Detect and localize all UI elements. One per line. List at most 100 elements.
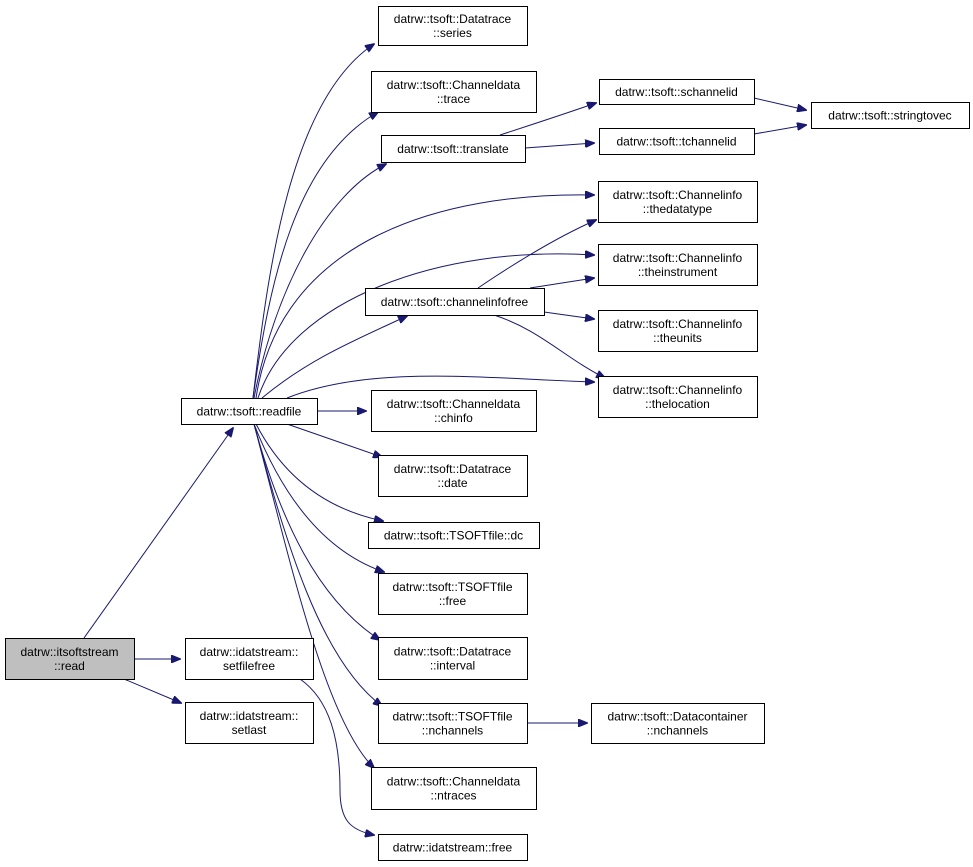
node-label-line: ::free xyxy=(439,594,467,608)
node-label-line: setfilefree xyxy=(223,659,275,673)
node-label-line: datrw::tsoft::Channelinfo xyxy=(613,251,743,265)
node-label-line: datrw::tsoft::TSOFTfile xyxy=(392,710,512,724)
node-box[interactable] xyxy=(378,573,528,615)
node-setlast[interactable]: datrw::idatstream::setlast xyxy=(185,702,314,744)
node-box[interactable] xyxy=(378,703,528,744)
node-channelinfofree[interactable]: datrw::tsoft::channelinfofree xyxy=(365,288,545,316)
edge-readfile-to-free xyxy=(253,423,384,572)
node-thelocation[interactable]: datrw::tsoft::Channelinfo::thelocation xyxy=(598,376,758,418)
node-box[interactable] xyxy=(185,638,314,680)
node-label-line: ::trace xyxy=(437,92,471,106)
edge-readfile-to-dc xyxy=(255,423,383,521)
edge-schannelid-to-stringtovec xyxy=(753,97,806,110)
node-ntraces[interactable]: datrw::tsoft::Channeldata::ntraces xyxy=(371,767,537,810)
edge-channelinfofree-to-theinstrument xyxy=(529,278,594,289)
node-free[interactable]: datrw::tsoft::TSOFTfile::free xyxy=(378,573,528,615)
node-box[interactable] xyxy=(598,181,758,223)
node-date[interactable]: datrw::tsoft::Datatrace::date xyxy=(378,455,528,497)
node-box[interactable] xyxy=(365,288,545,316)
node-label-line: datrw::tsoft::readfile xyxy=(197,405,302,419)
node-box[interactable] xyxy=(371,767,537,810)
node-label-line: ::theunits xyxy=(653,331,702,345)
node-box[interactable] xyxy=(368,522,540,549)
node-label-line: datrw::idatstream:: xyxy=(200,645,299,659)
edge-setfilefree-to-idat_free xyxy=(299,678,374,835)
node-nchannels[interactable]: datrw::tsoft::TSOFTfile::nchannels xyxy=(378,703,528,744)
node-box[interactable] xyxy=(5,638,135,680)
edge-readfile-to-theinstrument xyxy=(257,254,594,399)
node-label-line: ::chinfo xyxy=(434,411,473,425)
node-box[interactable] xyxy=(598,376,758,418)
edge-read-to-readfile xyxy=(83,428,233,639)
edge-readfile-to-thedatatype xyxy=(255,195,594,399)
node-box[interactable] xyxy=(598,310,758,352)
nodes-layer: datrw::itsoftstream::read datrw::tsoft::r… xyxy=(5,6,970,861)
node-box[interactable] xyxy=(181,398,318,425)
node-label-line: datrw::tsoft::channelinfofree xyxy=(381,295,529,309)
node-interval[interactable]: datrw::tsoft::Datatrace::interval xyxy=(378,637,528,680)
node-box[interactable] xyxy=(591,703,765,744)
edge-channelinfofree-to-theunits xyxy=(543,311,594,319)
edge-readfile-to-nchannels xyxy=(253,423,382,706)
node-label-line: ::series xyxy=(433,26,472,40)
node-idat-free[interactable]: datrw::idatstream::free xyxy=(378,834,528,861)
node-box[interactable] xyxy=(185,702,314,744)
edge-readfile-to-series xyxy=(252,44,374,399)
edge-readfile-to-translate xyxy=(253,164,386,399)
node-label-line: setlast xyxy=(232,723,267,737)
node-box[interactable] xyxy=(598,244,758,286)
node-setfilefree[interactable]: datrw::idatstream::setfilefree xyxy=(185,638,314,680)
node-label-line: datrw::tsoft::translate xyxy=(397,142,509,156)
node-read[interactable]: datrw::itsoftstream::read xyxy=(5,638,135,680)
edge-readfile-to-channelinfofree xyxy=(261,316,407,399)
node-box[interactable] xyxy=(381,135,526,163)
edge-readfile-to-interval xyxy=(253,423,380,640)
node-label-line: ::interval xyxy=(430,659,475,673)
node-theunits[interactable]: datrw::tsoft::Channelinfo::theunits xyxy=(598,310,758,352)
node-theinstrument[interactable]: datrw::tsoft::Channelinfo::theinstrument xyxy=(598,244,758,286)
node-label-line: datrw::tsoft::Channelinfo xyxy=(613,188,743,202)
node-box[interactable] xyxy=(599,128,755,155)
node-box[interactable] xyxy=(378,6,528,46)
edge-channelinfofree-to-thedatatype xyxy=(477,220,596,289)
node-label-line: datrw::tsoft::Channelinfo xyxy=(613,383,743,397)
node-box[interactable] xyxy=(599,79,755,105)
node-box[interactable] xyxy=(371,71,537,113)
node-label-line: datrw::itsoftstream xyxy=(20,645,118,659)
node-dc[interactable]: datrw::tsoft::TSOFTfile::dc xyxy=(368,522,540,549)
node-label-line: datrw::tsoft::schannelid xyxy=(615,85,738,99)
node-label-line: datrw::tsoft::Channeldata xyxy=(387,397,521,411)
edge-readfile-to-trace xyxy=(252,112,378,399)
node-box[interactable] xyxy=(811,102,970,129)
node-label-line: datrw::tsoft::Datatrace xyxy=(394,12,512,26)
node-dc-nchannels[interactable]: datrw::tsoft::Datacontainer::nchannels xyxy=(591,703,765,744)
node-label-line: datrw::tsoft::TSOFTfile xyxy=(392,580,512,594)
node-label-line: datrw::tsoft::Channeldata xyxy=(387,775,521,789)
node-schannelid[interactable]: datrw::tsoft::schannelid xyxy=(599,79,755,105)
node-translate[interactable]: datrw::tsoft::translate xyxy=(381,135,526,163)
edge-channelinfofree-to-thelocation xyxy=(493,314,605,378)
node-label-line: datrw::idatstream::free xyxy=(393,841,513,855)
node-label-line: datrw::tsoft::Datatrace xyxy=(394,645,512,659)
edge-translate-to-tchannelid xyxy=(524,143,594,149)
node-box[interactable] xyxy=(378,834,528,861)
edge-readfile-to-date xyxy=(286,423,382,457)
node-box[interactable] xyxy=(378,637,528,680)
node-label-line: datrw::tsoft::Channeldata xyxy=(387,78,521,92)
node-label-line: datrw::tsoft::Datatrace xyxy=(394,462,512,476)
node-label-line: ::date xyxy=(437,476,467,490)
node-tchannelid[interactable]: datrw::tsoft::tchannelid xyxy=(599,128,755,155)
node-box[interactable] xyxy=(378,455,528,497)
node-chinfo[interactable]: datrw::tsoft::Channeldata::chinfo xyxy=(371,390,537,432)
node-trace[interactable]: datrw::tsoft::Channeldata::trace xyxy=(371,71,537,113)
node-box[interactable] xyxy=(371,390,537,432)
node-label-line: datrw::tsoft::tchannelid xyxy=(616,135,736,149)
node-readfile[interactable]: datrw::tsoft::readfile xyxy=(181,398,318,425)
edge-tchannelid-to-stringtovec xyxy=(753,125,806,135)
edge-readfile-to-thelocation xyxy=(286,375,594,399)
node-thedatatype[interactable]: datrw::tsoft::Channelinfo::thedatatype xyxy=(598,181,758,223)
edge-readfile-to-ntraces xyxy=(253,423,374,768)
node-series[interactable]: datrw::tsoft::Datatrace::series xyxy=(378,6,528,46)
node-stringtovec[interactable]: datrw::tsoft::stringtovec xyxy=(811,102,970,129)
